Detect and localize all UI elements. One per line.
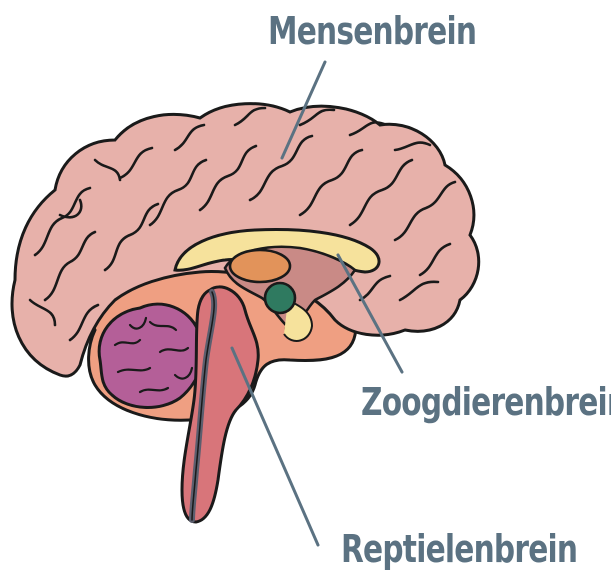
pointer-line-reptielenbrein xyxy=(232,348,318,545)
cerebellum xyxy=(99,304,203,407)
label-reptielenbrein: Reptielenbrein xyxy=(341,530,577,568)
label-mensenbrein: Mensenbrein xyxy=(268,12,476,50)
hippocampus xyxy=(265,283,295,313)
label-zoogdierenbrein: Zoogdierenbrein xyxy=(361,383,611,421)
thalamus xyxy=(230,250,290,282)
